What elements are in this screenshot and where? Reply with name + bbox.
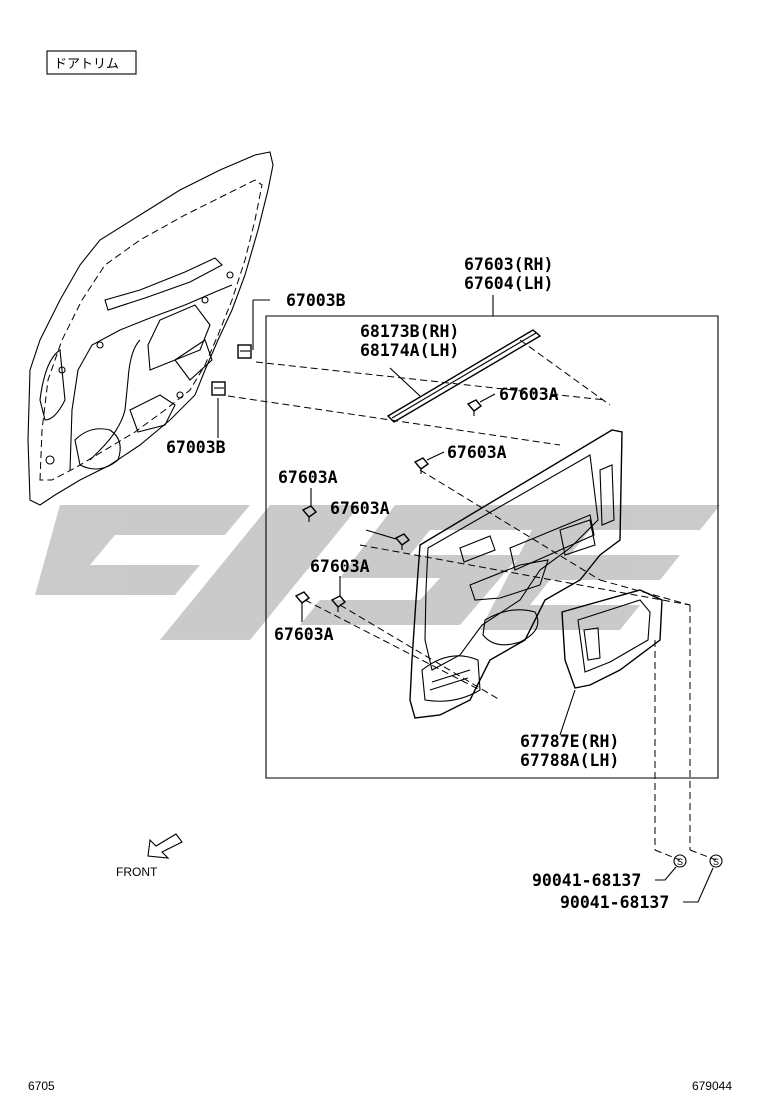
label-67603-rh: 67603(RH) [464,255,553,274]
label-67788a-lh: 67788A(LH) [520,751,619,770]
label-67603a-5: 67603A [310,557,370,576]
label-67787e-rh: 67787E(RH) [520,732,619,751]
label-67003b-top: 67003B [286,291,346,310]
label-67603a-6: 67603A [274,625,334,644]
label-90041-a: 90041-68137 [532,871,641,890]
armrest-67787e [561,589,663,689]
label-90041-b: 90041-68137 [560,893,669,912]
watermark-logo [35,505,720,640]
fastener-67603a-3 [301,505,318,522]
label-67603a-3: 67603A [278,468,338,487]
fastener-67603a-5 [330,595,347,612]
label-68174a-lh: 68174A(LH) [360,341,459,360]
assembly-box [265,315,719,779]
header-tag: ドアトリム [46,50,137,75]
screw-90041-b: S [709,854,723,868]
fastener-67603a-1 [466,399,483,416]
clip-67003b-top [237,344,252,359]
door-frame [27,151,274,506]
weatherstrip-68173b [386,329,542,423]
front-arrow-icon [147,833,183,859]
label-67604-lh: 67604(LH) [464,274,553,293]
fastener-67603a-6 [294,591,311,608]
clip-67003b-bottom [211,381,226,396]
svg-text:S: S [713,857,719,867]
footer-page-code: 6705 [28,1079,55,1093]
fastener-67603a-2 [413,457,430,474]
door-trim-panel [409,429,623,719]
label-68173b-rh: 68173B(RH) [360,322,459,341]
label-67003b-bottom: 67003B [166,438,226,457]
fastener-67603a-4 [394,533,411,550]
screw-90041-a: S [673,854,687,868]
label-67603a-4: 67603A [330,499,390,518]
front-label: FRONT [116,865,158,879]
label-67603a-1: 67603A [499,385,559,404]
label-67603a-2: 67603A [447,443,507,462]
footer-figure-code: 679044 [692,1079,732,1093]
svg-text:S: S [677,857,683,867]
header-tag-text: ドアトリム [54,57,119,72]
